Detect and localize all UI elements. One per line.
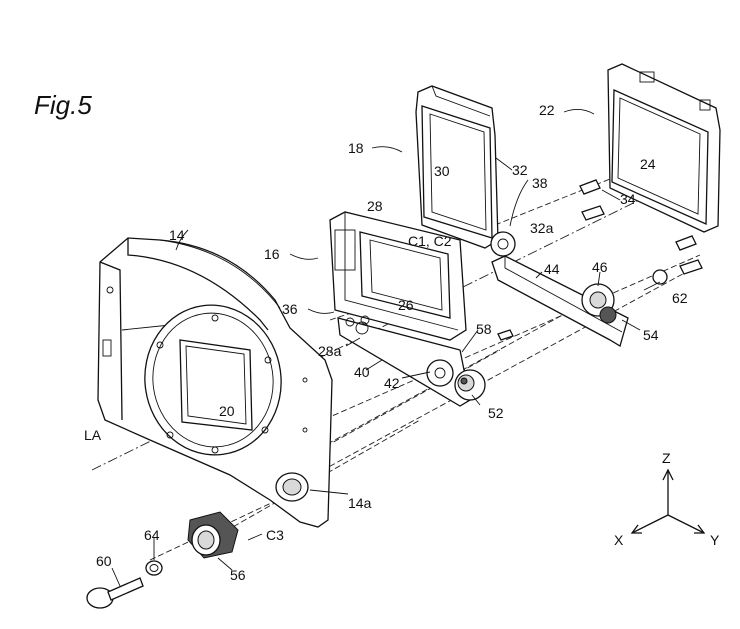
label-c1-c2: C1, C2 xyxy=(408,233,452,249)
slider-44 xyxy=(491,255,629,347)
label-54: 54 xyxy=(643,327,659,343)
axis-x-label: X xyxy=(614,532,624,548)
leader-lines xyxy=(111,109,661,587)
figure-title: Fig.5 xyxy=(34,90,92,120)
label-34: 34 xyxy=(620,191,636,207)
label-36: 36 xyxy=(282,301,298,317)
label-22: 22 xyxy=(539,102,555,118)
sensor-frame-16 xyxy=(329,211,486,407)
label-46: 46 xyxy=(592,259,608,275)
label-44: 44 xyxy=(544,261,560,277)
label-24: 24 xyxy=(640,156,656,172)
label-64: 64 xyxy=(144,527,160,543)
label-32a: 32a xyxy=(530,220,554,236)
label-38: 38 xyxy=(532,175,548,191)
image-sensor-22 xyxy=(607,63,721,233)
label-28: 28 xyxy=(367,198,383,214)
label-52: 52 xyxy=(488,405,504,421)
label-62: 62 xyxy=(672,290,688,306)
label-la: LA xyxy=(84,427,102,443)
screws xyxy=(497,179,703,341)
label-32: 32 xyxy=(512,162,528,178)
axis-z-label: Z xyxy=(662,450,671,466)
label-20: 20 xyxy=(219,403,235,419)
label-14a: 14a xyxy=(348,495,372,511)
label-40: 40 xyxy=(354,364,370,380)
label-60: 60 xyxy=(96,553,112,569)
label-16: 16 xyxy=(264,246,280,262)
label-14: 14 xyxy=(169,227,185,243)
coordinate-axes: Z X Y xyxy=(614,450,720,548)
adjustment-parts xyxy=(86,511,239,609)
label-58: 58 xyxy=(476,321,492,337)
filter-plate-18 xyxy=(415,85,516,257)
label-18: 18 xyxy=(348,140,364,156)
label-c3: C3 xyxy=(266,527,284,543)
camera-body-14 xyxy=(97,237,333,528)
label-26: 26 xyxy=(398,297,414,313)
reference-labels: 14 16 18 20 22 24 26 28 28a 30 32 32a 34… xyxy=(84,102,688,583)
label-56: 56 xyxy=(230,567,246,583)
label-28a: 28a xyxy=(318,343,342,359)
axis-y-label: Y xyxy=(710,532,720,548)
label-42: 42 xyxy=(384,375,400,391)
label-30: 30 xyxy=(434,163,450,179)
